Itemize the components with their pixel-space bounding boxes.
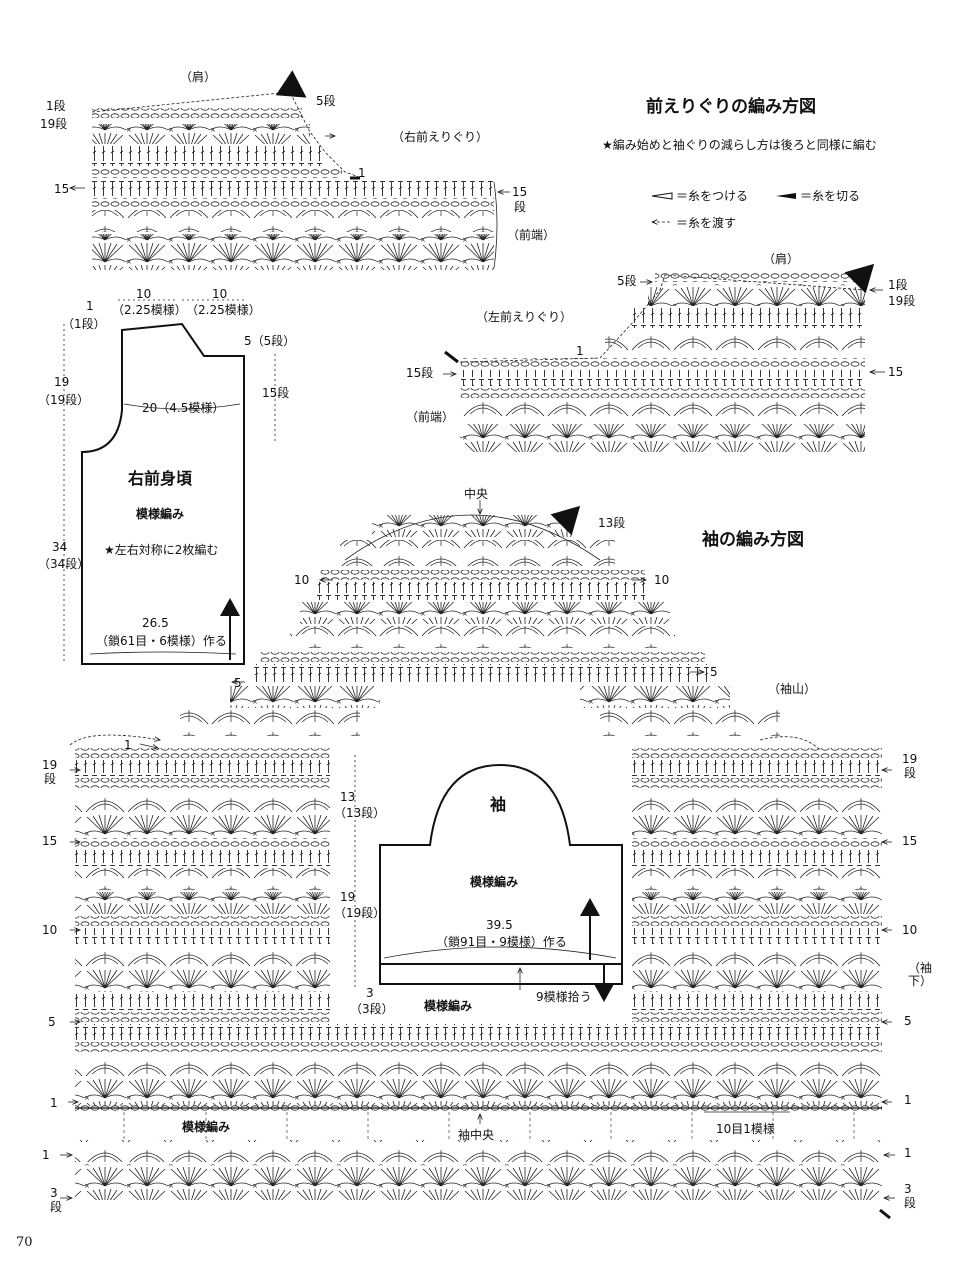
ss-width: 39.5 bbox=[486, 918, 513, 932]
sleeve-title: 袖の編み方図 bbox=[702, 530, 804, 550]
rf-row19: 19段 bbox=[40, 117, 68, 131]
sf-h-mid: 19 bbox=[54, 375, 70, 389]
sc-row5-right: 5 bbox=[710, 665, 718, 679]
sc-repeat: 10目1模様 bbox=[716, 1122, 775, 1136]
ss-h1: 13 bbox=[340, 790, 356, 804]
sleeve-schematic bbox=[354, 755, 623, 1002]
sc-row1-left: 1 bbox=[50, 1096, 58, 1110]
lf-front-edge: （前端） bbox=[406, 410, 455, 424]
ss-cast-on: （鎖91目・9模様）作る bbox=[436, 935, 567, 949]
front-neck-rule: ★編み始めと袖ぐりの減らし方は後ろと同様に編む bbox=[602, 138, 877, 152]
cut-yarn-icon bbox=[776, 193, 796, 199]
sc-row1-cap: 1 bbox=[124, 738, 132, 752]
rf-neck: （右前えりぐり） bbox=[392, 130, 489, 144]
legend-carry: ＝糸を渡す bbox=[676, 216, 737, 230]
ss-pickup: 9模様拾う bbox=[536, 990, 592, 1004]
sf-w-top1: 10 bbox=[136, 287, 152, 301]
sc-border-row3-right: 3 bbox=[904, 1182, 912, 1196]
sf-w-top2-sub: （2.25模様） bbox=[186, 303, 261, 317]
sc-row5-left: 5 bbox=[234, 676, 242, 690]
rf-mark1: 1 bbox=[358, 166, 366, 180]
right-front-schematic bbox=[63, 299, 276, 665]
sf-h-low-sub: （34段） bbox=[38, 557, 90, 571]
lf-mark1: 1 bbox=[576, 344, 584, 358]
ss-h3-sub: （3段） bbox=[350, 1002, 394, 1016]
left-front-neck-chart bbox=[443, 263, 885, 452]
sleeve-chart bbox=[60, 500, 895, 1220]
sf-note: ★左右対称に2枚編む bbox=[104, 543, 219, 557]
rf-front-edge: （前端） bbox=[507, 228, 556, 242]
lf-row19: 19段 bbox=[888, 294, 916, 308]
legend-cut: ＝糸を切る bbox=[800, 189, 861, 203]
lf-row15-left: 15段 bbox=[406, 366, 434, 380]
sc-row19-right-sub: 段 bbox=[904, 766, 917, 780]
sc-row10-left: 10 bbox=[294, 573, 310, 587]
ss-pattern: 模様編み bbox=[470, 875, 519, 889]
sc-border-row3-right-sub: 段 bbox=[904, 1196, 917, 1210]
lf-row15-right: 15 bbox=[888, 365, 904, 379]
sc-row5b-right: 5 bbox=[904, 1014, 912, 1028]
sc-border-row1-left: 1 bbox=[42, 1148, 50, 1162]
sc-row1-right: 1 bbox=[904, 1093, 912, 1107]
front-neck-title: 前えりぐりの編み方図 bbox=[646, 97, 816, 117]
rf-row15-right: 15 bbox=[512, 185, 528, 199]
sc-row10-right: 10 bbox=[654, 573, 670, 587]
lf-row5: 5段 bbox=[617, 274, 637, 288]
right-front-neck-chart bbox=[70, 70, 510, 270]
rf-shoulder: （肩） bbox=[180, 70, 217, 84]
rf-row5: 5段 bbox=[316, 94, 336, 108]
sc-border-row1-right: 1 bbox=[904, 1146, 912, 1160]
ss-h2: 19 bbox=[340, 890, 356, 904]
sf-pattern: 模様編み bbox=[136, 507, 185, 521]
sc-border-row3-left: 3 bbox=[50, 1186, 58, 1200]
sc-sleeve-center: 袖中央 bbox=[458, 1128, 495, 1142]
sc-row15-left: 15 bbox=[42, 834, 58, 848]
sc-row10b-left: 10 bbox=[42, 923, 58, 937]
sc-cap: （袖山） bbox=[768, 682, 817, 696]
sf-cast-on: （鎖61目・6模様）作る bbox=[96, 634, 227, 648]
ss-h3: 3 bbox=[366, 986, 374, 1000]
sc-row13: 13段 bbox=[598, 516, 626, 530]
ss-border-pattern: 模様編み bbox=[424, 999, 473, 1013]
sc-row10b-right: 10 bbox=[902, 923, 918, 937]
ss-title: 袖 bbox=[490, 795, 507, 814]
lf-neck: （左前えりぐり） bbox=[476, 310, 573, 324]
sf-title: 右前身頃 bbox=[128, 469, 193, 488]
sf-h-top-sub: （1段） bbox=[62, 317, 106, 331]
sf-h-low: 34 bbox=[52, 540, 68, 554]
sf-width: 26.5 bbox=[142, 616, 169, 630]
sc-underarm: （袖下） bbox=[908, 961, 933, 988]
sf-w-top2: 10 bbox=[212, 287, 228, 301]
lf-shoulder: （肩） bbox=[763, 252, 800, 266]
lf-row1: 1段 bbox=[888, 278, 908, 292]
legend-symbols bbox=[651, 192, 796, 222]
rf-row15-left: 15 bbox=[54, 182, 70, 196]
sc-center: 中央 bbox=[464, 487, 489, 501]
sc-row5b-left: 5 bbox=[48, 1015, 56, 1029]
sf-chest: 20（4.5模様） bbox=[142, 401, 225, 415]
sc-row19-left: 19 bbox=[42, 758, 58, 772]
rf-row15-right-sub: 段 bbox=[514, 200, 527, 214]
sf-neck-h: 5（5段） bbox=[244, 334, 296, 348]
page-number: 70 bbox=[16, 1235, 33, 1250]
sf-h-mid-sub: （19段） bbox=[38, 393, 90, 407]
attach-yarn-icon bbox=[651, 192, 673, 200]
sc-border-row3-left-sub: 段 bbox=[50, 1200, 63, 1214]
sc-row19-right: 19 bbox=[902, 752, 918, 766]
sf-w-top1-sub: （2.25模様） bbox=[112, 303, 187, 317]
sc-row15-right: 15 bbox=[902, 834, 918, 848]
ss-h2-sub: （19段） bbox=[334, 906, 386, 920]
legend-attach: ＝糸をつける bbox=[676, 189, 749, 203]
ss-h1-sub: （13段） bbox=[334, 806, 386, 820]
rf-row1: 1段 bbox=[46, 99, 66, 113]
sc-row19-left-sub: 段 bbox=[44, 772, 57, 786]
sc-pattern-label: 模様編み bbox=[182, 1120, 231, 1134]
sf-neck-rows: 15段 bbox=[262, 386, 290, 400]
sf-h-top: 1 bbox=[86, 299, 94, 313]
